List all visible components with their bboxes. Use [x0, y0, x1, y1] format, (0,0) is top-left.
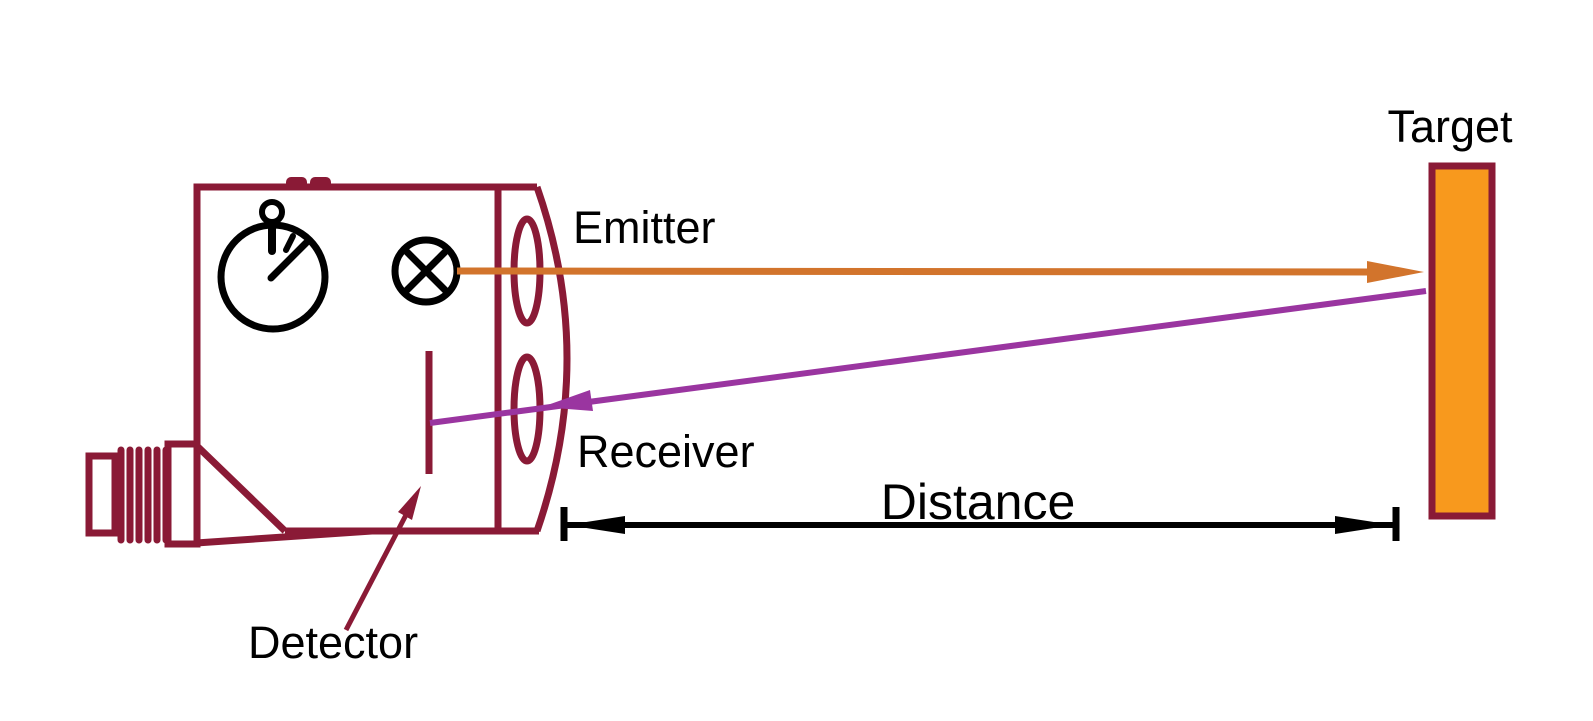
detector-callout-arrowhead-icon	[398, 486, 421, 520]
stopwatch-icon	[217, 199, 329, 333]
body-left-top-edge	[193, 183, 537, 446]
crossed-lamp-icon	[391, 236, 461, 306]
reflected-beam-arrow	[429, 288, 1427, 426]
receiver-label: Receiver	[577, 426, 755, 477]
target-plate	[1428, 162, 1496, 520]
emitted-beam-arrowhead-icon	[1367, 261, 1424, 283]
body-chamfer-edge	[194, 443, 288, 534]
connector-tip	[85, 452, 119, 537]
connector-plug	[85, 440, 373, 548]
detector-label: Detector	[248, 617, 418, 668]
connector-threads	[117, 446, 170, 544]
target-label: Target	[1387, 101, 1513, 152]
distance-label: Distance	[881, 474, 1076, 530]
body-top-tab	[310, 177, 331, 190]
emitter-label: Emitter	[573, 202, 716, 253]
body-top-tab	[286, 177, 307, 190]
emitted-beam-arrow	[456, 261, 1424, 283]
body-front-curve	[533, 185, 571, 533]
distance-dimension	[560, 507, 1400, 541]
reflected-beam-arrowhead-icon	[542, 390, 593, 411]
dimension-left-arrowhead-icon	[567, 516, 625, 534]
dimension-right-arrowhead-icon	[1335, 516, 1393, 534]
detector-callout-arrow	[343, 486, 421, 632]
connector-collar	[164, 440, 201, 548]
sensor-body	[193, 177, 571, 535]
